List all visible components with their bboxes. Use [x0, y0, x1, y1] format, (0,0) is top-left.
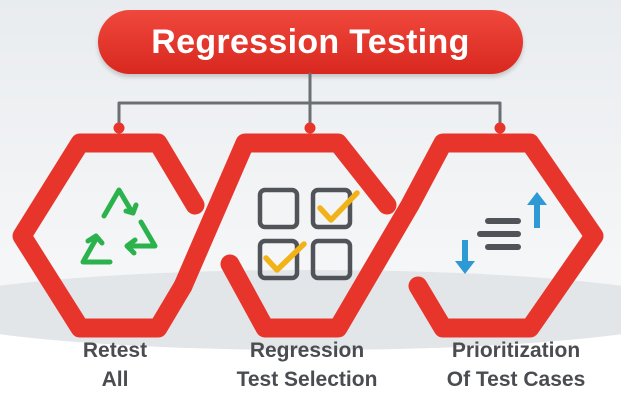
label-retest-all: Retest All: [40, 336, 190, 394]
label-line: Regression: [249, 339, 365, 362]
checkmark-bottom-left: [263, 241, 307, 273]
sort-bar-3: [485, 244, 521, 250]
arrow-up-shaft: [534, 202, 540, 228]
hexagon-center: [173, 133, 397, 296]
checkbox-top-right: [310, 187, 353, 230]
diagram-title: Regression Testing: [151, 22, 470, 61]
recycle-icon: [80, 187, 158, 265]
checkbox-bottom-left: [257, 238, 300, 281]
connector-dot-right: [494, 122, 506, 134]
label-line: All: [101, 368, 129, 391]
connector-dot-center: [304, 122, 316, 134]
arrow-down-head: [455, 261, 475, 274]
label-line: Retest: [82, 339, 148, 362]
title-banner: Regression Testing: [98, 10, 523, 74]
hexagon-chain: [12, 133, 604, 338]
checkbox-grid-icon: [257, 187, 360, 281]
label-line: Test Selection: [236, 368, 378, 391]
label-prioritization: Prioritization Of Test Cases: [416, 336, 616, 394]
hexagon-left: [12, 133, 205, 338]
sort-arrows-icon: [455, 192, 547, 274]
arrow-up-head: [527, 192, 547, 205]
checkmark-top-right: [317, 190, 360, 223]
sort-bar-1: [485, 218, 521, 224]
label-line: Prioritization: [451, 339, 581, 362]
label-line: Of Test Cases: [446, 368, 586, 391]
checkbox-bottom-right: [310, 238, 353, 281]
label-regression-test-selection: Regression Test Selection: [212, 336, 402, 394]
connector-dot-left: [113, 122, 125, 134]
arrow-down-shaft: [462, 240, 468, 264]
hexagon-center-lower: [220, 133, 604, 338]
sort-bar-2: [477, 231, 521, 237]
checkbox-top-left: [257, 187, 300, 230]
connector-lines: [117, 72, 502, 129]
